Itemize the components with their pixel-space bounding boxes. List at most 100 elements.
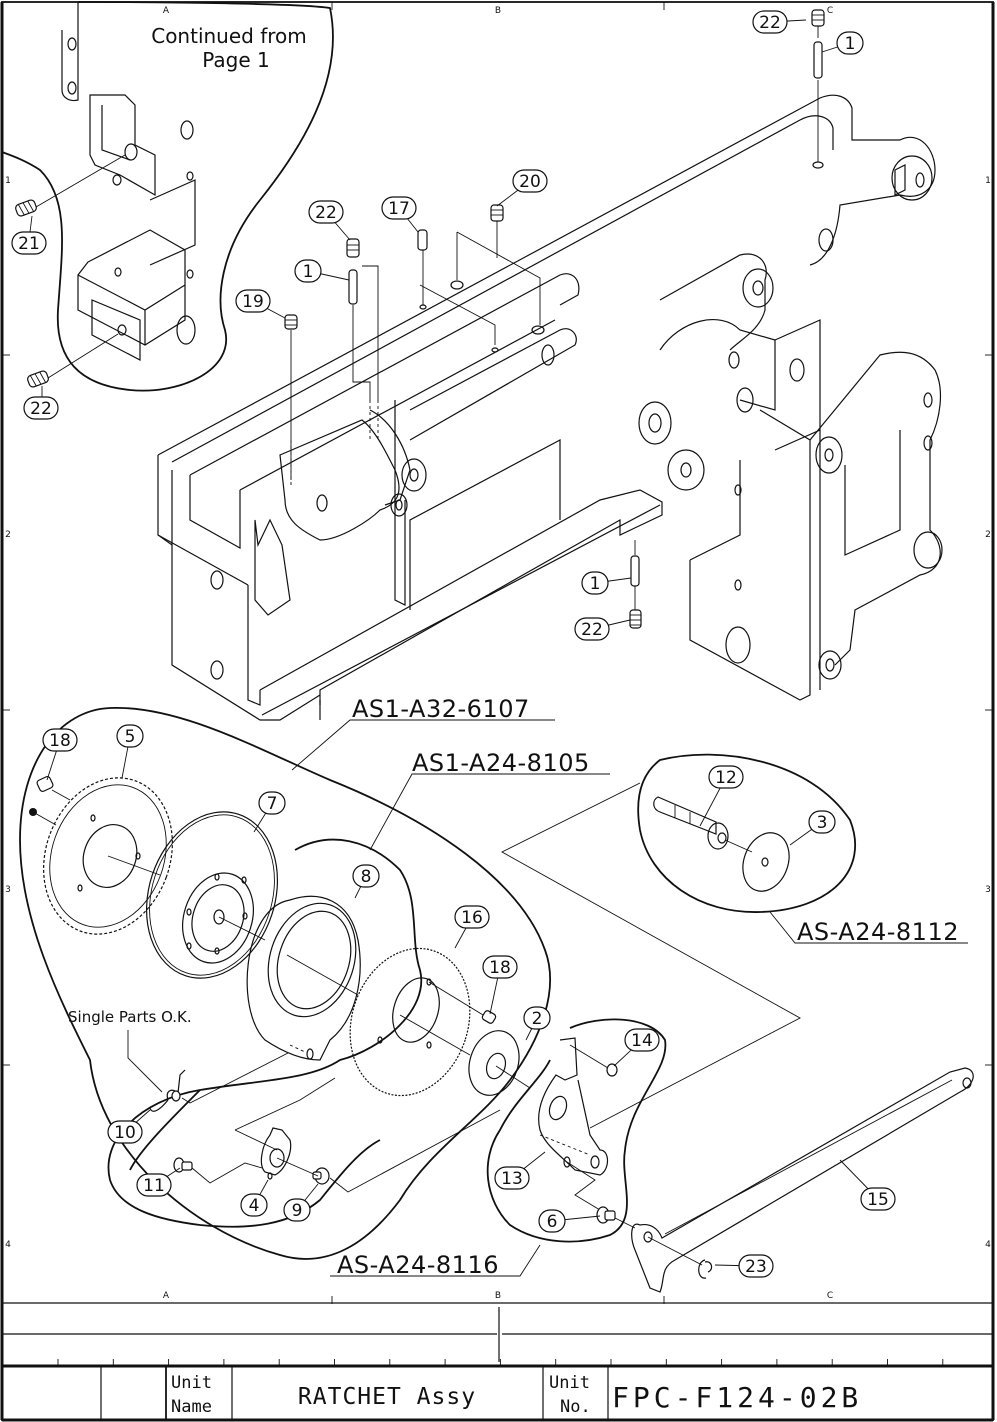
unit-no-value: FPC-F124-02B (612, 1381, 862, 1414)
callout-bubble-14: 14 (614, 1029, 659, 1066)
callout-bubble-4: 4 (241, 1180, 268, 1216)
callout-number: 22 (30, 399, 52, 419)
callout-bubble-10: 10 (108, 1110, 150, 1143)
callout-bubble-8: 8 (353, 865, 379, 898)
callout-number: 17 (388, 199, 410, 219)
set-screw-icon (36, 776, 70, 800)
callout-number: 18 (49, 731, 71, 751)
grid-row-label: 2 (5, 530, 11, 540)
washer-icon (461, 1024, 530, 1102)
callout-bubble-17: 17 (382, 197, 418, 232)
callout-bubble-18: 18 (43, 729, 77, 780)
dowel-pin-icon (418, 230, 427, 250)
callout-number: 16 (461, 908, 483, 928)
callout-number: 19 (242, 292, 264, 312)
callout-bubble-16: 16 (455, 906, 489, 948)
callout-bubble-20: 20 (497, 170, 547, 206)
set-screw-icon (285, 315, 297, 329)
grid-row-label: 3 (5, 885, 11, 895)
callout-number: 7 (267, 794, 278, 814)
unit-no-label-line1: Unit (549, 1373, 590, 1393)
callout-number: 1 (590, 574, 601, 594)
grid-col-label: A (163, 1291, 170, 1301)
callout-bubble-3: 3 (790, 811, 835, 845)
callout-bubble-21: 21 (12, 232, 46, 254)
grid-col-label: C (827, 1291, 833, 1301)
grid-row-label: 2 (985, 530, 991, 540)
unit-name-label-line2: Name (171, 1397, 212, 1417)
dowel-pin-icon (631, 556, 639, 586)
callout-bubble-19: 19 (236, 290, 285, 318)
callout-number: 11 (143, 1176, 165, 1196)
grid-row-label: 1 (985, 176, 991, 186)
callout-bubble-22: 22 (24, 397, 58, 419)
callout-bubble-22: 22 (309, 201, 350, 240)
callout-number: 13 (501, 1169, 523, 1189)
explode-lines-top (291, 25, 818, 610)
callout-bubble-18: 18 (483, 956, 517, 1014)
set-screw-icon (491, 205, 503, 221)
callout-number: 1 (303, 262, 314, 282)
callout-bubble-22: 22 (575, 618, 630, 640)
grid-row-label: 4 (985, 1240, 991, 1250)
grid-col-label: B (495, 1291, 501, 1301)
callout-number: 21 (18, 234, 40, 254)
callout-bubble-12: 12 (700, 766, 743, 826)
unit-name-label-line1: Unit (171, 1373, 212, 1393)
callout-bubble-13: 13 (495, 1152, 545, 1189)
callout-number: 14 (631, 1031, 653, 1051)
callout-number: 8 (361, 867, 372, 887)
callout-number: 5 (125, 727, 136, 747)
callout-number: 18 (489, 958, 511, 978)
callout-bubble-11: 11 (137, 1168, 180, 1196)
set-screw-icon (481, 1010, 496, 1025)
grid-row-label: 3 (985, 885, 991, 895)
callout-bubble-22: 22 (753, 11, 806, 33)
assembly-label-as1-a24-8105: AS1-A24-8105 (412, 749, 590, 777)
friction-plate-icon (247, 892, 370, 1060)
callout-bubble-6: 6 (539, 1210, 600, 1232)
grid-col-label: A (163, 6, 170, 16)
callout-number: 22 (759, 13, 781, 33)
dowel-pin-icon (814, 42, 822, 78)
callout-bubble-5: 5 (117, 725, 143, 778)
set-screw-icon (15, 199, 38, 217)
set-screw-icon (347, 239, 359, 257)
callout-bubble-1: 1 (295, 260, 349, 282)
assembly-label-as-a24-8112: AS-A24-8112 (797, 918, 959, 946)
assembly-label-as-a24-8116: AS-A24-8116 (337, 1251, 499, 1279)
callout-number: 3 (817, 813, 828, 833)
callout-number: 15 (867, 1190, 889, 1210)
title-block: Unit Name RATCHET Assy Unit No. FPC-F124… (2, 1303, 993, 1420)
clutch-disk-icon (126, 795, 298, 996)
callout-number: 9 (292, 1201, 303, 1221)
unit-no-label-line2: No. (560, 1397, 591, 1417)
callout-bubble-15: 15 (840, 1160, 895, 1210)
callout-number: 22 (315, 203, 337, 223)
callout-number: 10 (114, 1123, 136, 1143)
callout-number: 1 (845, 34, 856, 54)
frame-casting (158, 95, 942, 720)
callout-number: 12 (715, 768, 737, 788)
callout-bubble-23: 23 (715, 1255, 773, 1277)
callout-number: 23 (745, 1257, 767, 1277)
set-screw-icon (812, 10, 824, 26)
lever-assembly (150, 1019, 973, 1292)
callout-number: 2 (532, 1009, 543, 1029)
callout-bubble-1: 1 (582, 572, 631, 594)
callout-number: 22 (581, 620, 603, 640)
hardware-top (285, 10, 824, 628)
grid-row-label: 4 (5, 1240, 11, 1250)
callout-number: 4 (249, 1196, 260, 1216)
callout-bubble-7: 7 (254, 792, 285, 832)
set-screw-icon (630, 610, 641, 628)
callout-bubble-1: 1 (822, 32, 863, 54)
ratchet-assembly-outline (20, 708, 550, 1259)
callout-number: 20 (519, 172, 541, 192)
single-parts-note: Single Parts O.K. (68, 1008, 192, 1026)
callout-number: 6 (547, 1212, 558, 1232)
continued-note-line1: Continued from (151, 24, 307, 48)
grid-col-label: B (495, 6, 501, 16)
